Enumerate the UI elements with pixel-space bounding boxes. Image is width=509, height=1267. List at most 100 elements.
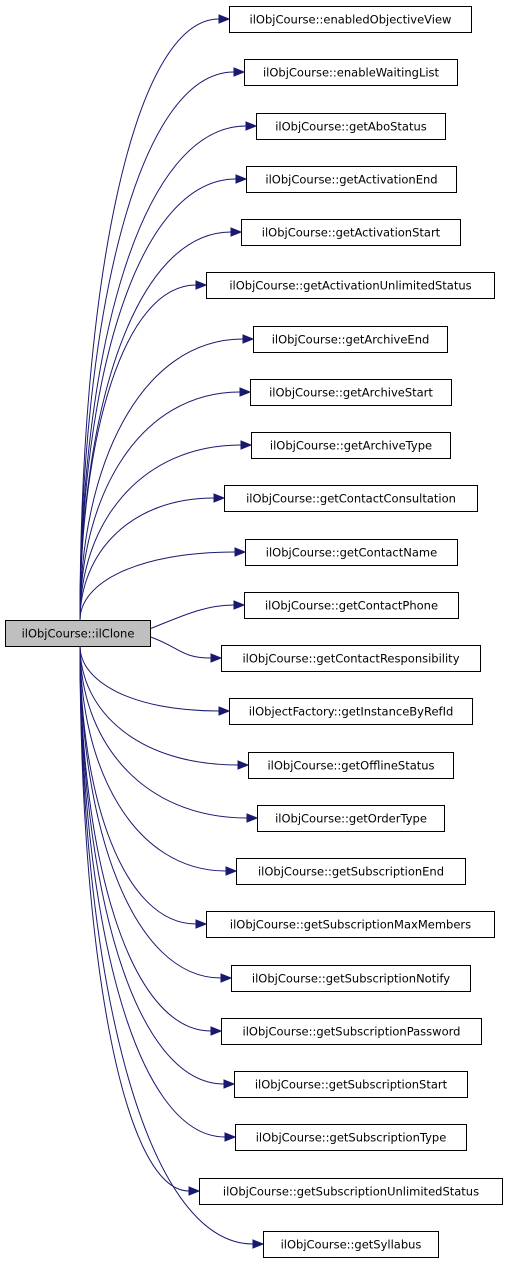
called-function-node-box <box>253 326 448 353</box>
called-function-node-label: ilObjCourse::getContactName <box>266 546 437 560</box>
called-function-node-label: ilObjCourse::getContactPhone <box>265 599 438 613</box>
called-function-node[interactable]: ilObjCourse::getContactResponsibility <box>221 645 481 672</box>
called-function-node[interactable]: ilObjCourse::getAboStatus <box>256 113 446 140</box>
arrow-head-icon <box>224 1132 237 1142</box>
called-function-node[interactable]: ilObjCourse::getSyllabus <box>263 1231 439 1258</box>
called-function-node-box <box>244 592 459 619</box>
called-function-node-label: ilObjCourse::getActivationUnlimitedStatu… <box>229 279 471 293</box>
call-edge <box>79 645 222 979</box>
call-edge <box>79 645 226 1138</box>
called-function-node-label: ilObjCourse::getSubscriptionUnlimitedSta… <box>223 1185 479 1199</box>
arrow-head-icon <box>233 67 246 77</box>
called-function-node[interactable]: ilObjCourse::getActivationUnlimitedStatu… <box>206 272 495 299</box>
call-edge <box>79 18 220 621</box>
called-function-node-box <box>248 752 454 779</box>
called-function-node-label: ilObjectFactory::getInstanceByRefId <box>249 705 454 719</box>
called-function-node[interactable]: ilObjCourse::enabledObjectiveView <box>229 6 472 33</box>
called-function-node[interactable]: ilObjCourse::getContactPhone <box>244 592 459 619</box>
called-function-node[interactable]: ilObjCourse::getActivationStart <box>241 219 461 246</box>
called-function-node-box <box>224 485 478 512</box>
arrow-head-icon <box>218 14 231 24</box>
arrow-head-icon <box>240 440 253 450</box>
called-function-node[interactable]: ilObjCourse::getArchiveType <box>251 432 451 459</box>
called-function-node-box <box>263 1231 439 1258</box>
arrow-head-icon <box>230 227 243 237</box>
called-function-node[interactable]: ilObjCourse::getContactConsultation <box>224 485 478 512</box>
arrow-head-icon <box>237 760 250 770</box>
called-function-node-box <box>250 379 452 406</box>
arrow-head-icon <box>223 1079 236 1089</box>
called-function-node[interactable]: ilObjCourse::getOfflineStatus <box>248 752 454 779</box>
called-function-node[interactable]: ilObjCourse::getArchiveStart <box>250 379 452 406</box>
called-function-node-box <box>229 6 472 33</box>
called-function-node[interactable]: ilObjCourse::getSubscriptionNotify <box>231 965 471 992</box>
called-function-node-label: ilObjCourse::getOfflineStatus <box>267 759 434 773</box>
called-function-node[interactable]: ilObjCourse::getContactName <box>245 539 458 566</box>
call-edge <box>79 551 236 621</box>
call-edge <box>79 178 237 621</box>
called-function-node[interactable]: ilObjCourse::getSubscriptionEnd <box>236 858 466 885</box>
called-function-node-label: ilObjCourse::getArchiveEnd <box>272 333 430 347</box>
source-function-node-box <box>5 620 151 647</box>
called-function-node-label: ilObjCourse::getSubscriptionType <box>256 1131 447 1145</box>
call-edge <box>149 636 212 659</box>
called-function-node-label: ilObjCourse::getSubscriptionNotify <box>252 972 450 986</box>
source-function-node-label: ilObjCourse::ilClone <box>22 627 135 641</box>
called-function-node[interactable]: ilObjCourse::getActivationEnd <box>246 166 457 193</box>
source-function-node[interactable]: ilObjCourse::ilClone <box>5 620 151 647</box>
arrow-head-icon <box>195 280 208 290</box>
arrow-head-icon <box>213 493 226 503</box>
called-function-node-label: ilObjCourse::getActivationEnd <box>265 173 437 187</box>
call-edge <box>149 604 235 630</box>
called-function-node-label: ilObjCourse::getActivationStart <box>262 226 441 240</box>
arrow-head-icon <box>233 600 246 610</box>
arrow-head-icon <box>242 334 255 344</box>
call-edge <box>79 645 239 766</box>
called-function-node-box <box>236 858 466 885</box>
call-edge <box>79 71 235 621</box>
called-function-node-label: ilObjCourse::getOrderType <box>275 812 427 826</box>
called-function-node-label: ilObjCourse::getSyllabus <box>281 1238 422 1252</box>
call-nodes: ilObjCourse::ilClone ilObjCourse::enabled… <box>5 6 503 1258</box>
called-function-node-box <box>235 1124 467 1151</box>
called-function-node[interactable]: ilObjCourse::getSubscriptionType <box>235 1124 467 1151</box>
called-function-node[interactable]: ilObjCourse::getSubscriptionStart <box>234 1071 468 1098</box>
called-function-node-label: ilObjCourse::getSubscriptionStart <box>255 1078 448 1092</box>
call-edges <box>79 14 265 1249</box>
called-function-node-label: ilObjCourse::getArchiveType <box>270 439 432 453</box>
called-function-node-box <box>221 1018 482 1045</box>
called-function-node-label: ilObjCourse::enableWaitingList <box>263 66 440 80</box>
called-function-node[interactable]: ilObjCourse::getSubscriptionMaxMembers <box>206 911 495 938</box>
called-function-node[interactable]: ilObjCourse::getArchiveEnd <box>253 326 448 353</box>
called-function-node-label: ilObjCourse::getSubscriptionEnd <box>258 865 444 879</box>
call-edge <box>79 444 242 621</box>
call-edge <box>79 645 254 1245</box>
call-edge <box>79 338 244 621</box>
call-edge <box>79 497 215 621</box>
called-function-node-box <box>244 59 458 86</box>
called-function-node-label: ilObjCourse::enabledObjectiveView <box>250 13 452 27</box>
arrow-head-icon <box>195 919 208 929</box>
called-function-node[interactable]: ilObjCourse::enableWaitingList <box>244 59 458 86</box>
call-edge <box>79 645 190 1192</box>
called-function-node[interactable]: ilObjCourse::getSubscriptionPassword <box>221 1018 482 1045</box>
called-function-node[interactable]: ilObjCourse::getSubscriptionUnlimitedSta… <box>199 1178 503 1205</box>
called-function-node-box <box>229 698 473 725</box>
arrow-head-icon <box>239 387 252 397</box>
arrow-head-icon <box>220 973 233 983</box>
call-edge <box>79 125 247 621</box>
call-edge <box>79 645 220 712</box>
called-function-node-box <box>231 965 471 992</box>
call-edge <box>79 645 225 1085</box>
called-function-node[interactable]: ilObjectFactory::getInstanceByRefId <box>229 698 473 725</box>
called-function-node-label: ilObjCourse::getContactConsultation <box>246 492 456 506</box>
called-function-node-box <box>246 166 457 193</box>
called-function-node-label: ilObjCourse::getAboStatus <box>275 120 427 134</box>
arrow-head-icon <box>234 547 247 557</box>
call-edge <box>79 391 241 621</box>
called-function-node[interactable]: ilObjCourse::getOrderType <box>257 805 445 832</box>
arrow-head-icon <box>252 1239 265 1249</box>
called-function-node-box <box>234 1071 468 1098</box>
called-function-node-box <box>206 911 495 938</box>
